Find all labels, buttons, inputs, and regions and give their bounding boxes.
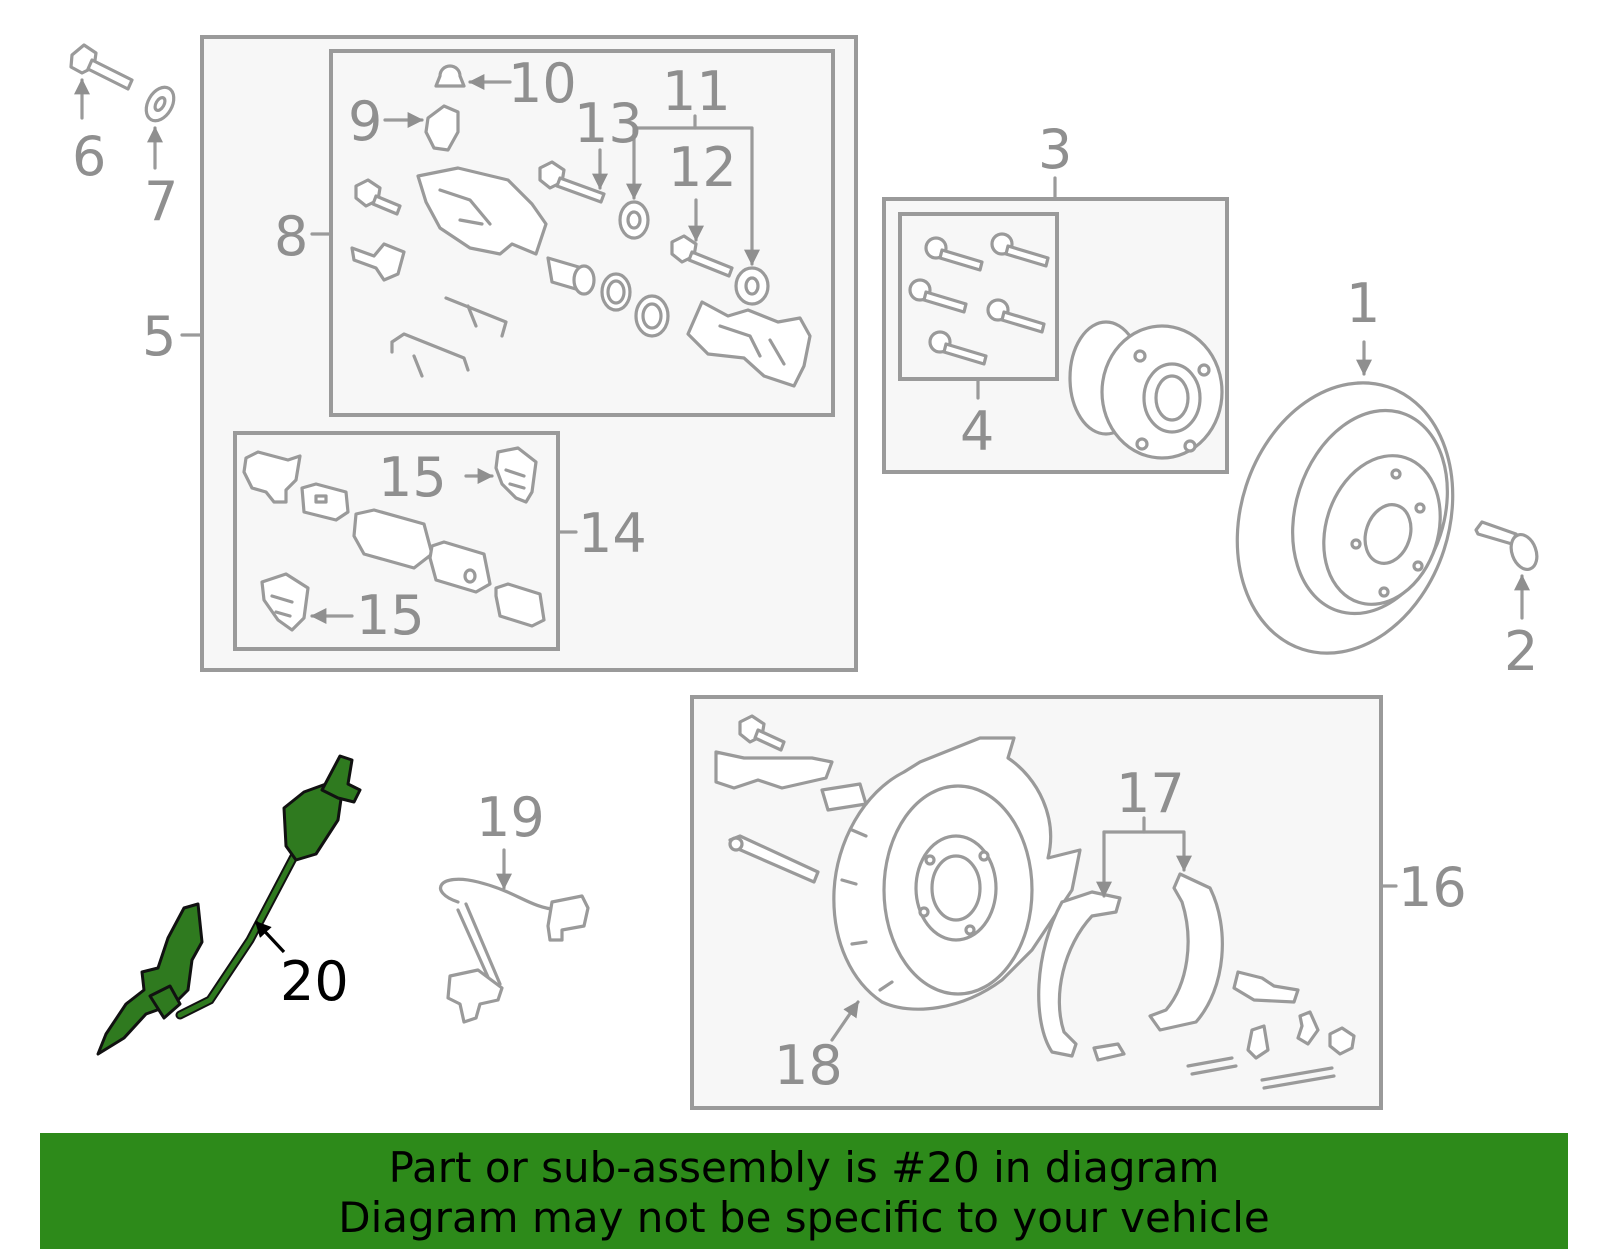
callout-6: 6 bbox=[72, 125, 106, 188]
callout-17: 17 bbox=[1116, 762, 1185, 825]
callout-13: 13 bbox=[574, 92, 643, 155]
wheel-speed-sensor-20[interactable] bbox=[96, 754, 362, 1056]
washer-7[interactable] bbox=[141, 82, 180, 170]
wheel-speed-sensor-19[interactable] bbox=[439, 848, 590, 1024]
callout-5: 5 bbox=[142, 305, 176, 368]
brake-rotor-1[interactable] bbox=[1203, 340, 1486, 681]
callout-9: 9 bbox=[348, 90, 382, 153]
callout-16: 16 bbox=[1398, 856, 1467, 919]
part-info-banner: Part or sub-assembly is #20 in diagram D… bbox=[40, 1133, 1568, 1249]
callout-4: 4 bbox=[960, 400, 994, 463]
leader-20 bbox=[254, 920, 286, 954]
callout-7: 7 bbox=[144, 170, 178, 233]
backing-plate-18[interactable] bbox=[830, 736, 1082, 1042]
callout-20: 20 bbox=[280, 950, 349, 1013]
callout-11: 11 bbox=[662, 60, 731, 123]
callout-19: 19 bbox=[476, 786, 545, 849]
callout-2: 2 bbox=[1504, 620, 1538, 683]
parking-brake-shoes-17[interactable] bbox=[1037, 816, 1356, 1090]
callout-15-bottom: 15 bbox=[356, 584, 425, 647]
callout-14: 14 bbox=[578, 502, 647, 565]
callout-15-top: 15 bbox=[378, 446, 447, 509]
callout-8: 8 bbox=[274, 205, 308, 268]
hub-bearing-3[interactable] bbox=[1068, 320, 1224, 460]
callout-3: 3 bbox=[1038, 118, 1072, 181]
parking-brake-hardware-16[interactable] bbox=[714, 714, 868, 884]
hub-bolts-4[interactable] bbox=[908, 232, 1050, 366]
bolt-6[interactable] bbox=[69, 43, 134, 120]
caliper-assembly-parts[interactable] bbox=[350, 64, 812, 388]
callout-18: 18 bbox=[774, 1034, 843, 1097]
callout-12: 12 bbox=[668, 136, 737, 199]
screw-2[interactable] bbox=[1474, 520, 1541, 620]
callout-1: 1 bbox=[1346, 272, 1380, 335]
callout-10: 10 bbox=[508, 52, 577, 115]
banner-line-1: Part or sub-assembly is #20 in diagram bbox=[388, 1143, 1220, 1192]
brake-pad-set-parts[interactable] bbox=[242, 446, 546, 632]
banner-line-2: Diagram may not be specific to your vehi… bbox=[338, 1193, 1270, 1242]
